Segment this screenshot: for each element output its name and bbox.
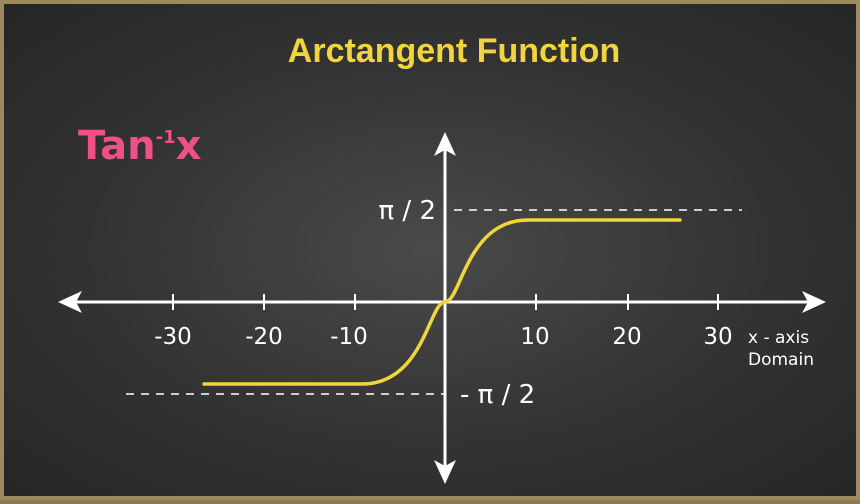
- x-axis-tick-marks: [172, 294, 719, 310]
- x-axis-domain-label: Domain: [748, 350, 814, 370]
- tick-label: 10: [520, 324, 549, 350]
- x-axis-name: x - axis: [748, 328, 809, 348]
- arrow-right-icon: [802, 291, 826, 313]
- function-label-superscript: -1: [156, 127, 176, 148]
- arrow-up-icon: [434, 132, 456, 156]
- tick-label: -10: [330, 324, 368, 350]
- tick-label: 20: [612, 324, 641, 350]
- diagram-title: Arctangent Function: [288, 32, 620, 70]
- tick-label: -20: [245, 324, 283, 350]
- lower-asymptote-label: - π / 2: [460, 380, 535, 410]
- tick-label: 30: [703, 324, 732, 350]
- arctangent-diagram: Arctangent Function Tan-1x -30 -20 -10 1…: [58, 32, 826, 484]
- tick-label: -30: [154, 324, 192, 350]
- arrow-down-icon: [434, 460, 456, 484]
- upper-asymptote-label: π / 2: [379, 196, 436, 226]
- function-label: Tan-1x: [78, 123, 202, 169]
- arrow-left-icon: [58, 291, 82, 313]
- arctangent-curve: [202, 218, 682, 386]
- function-label-base: Tan: [78, 123, 156, 169]
- function-label-variable: x: [176, 123, 202, 169]
